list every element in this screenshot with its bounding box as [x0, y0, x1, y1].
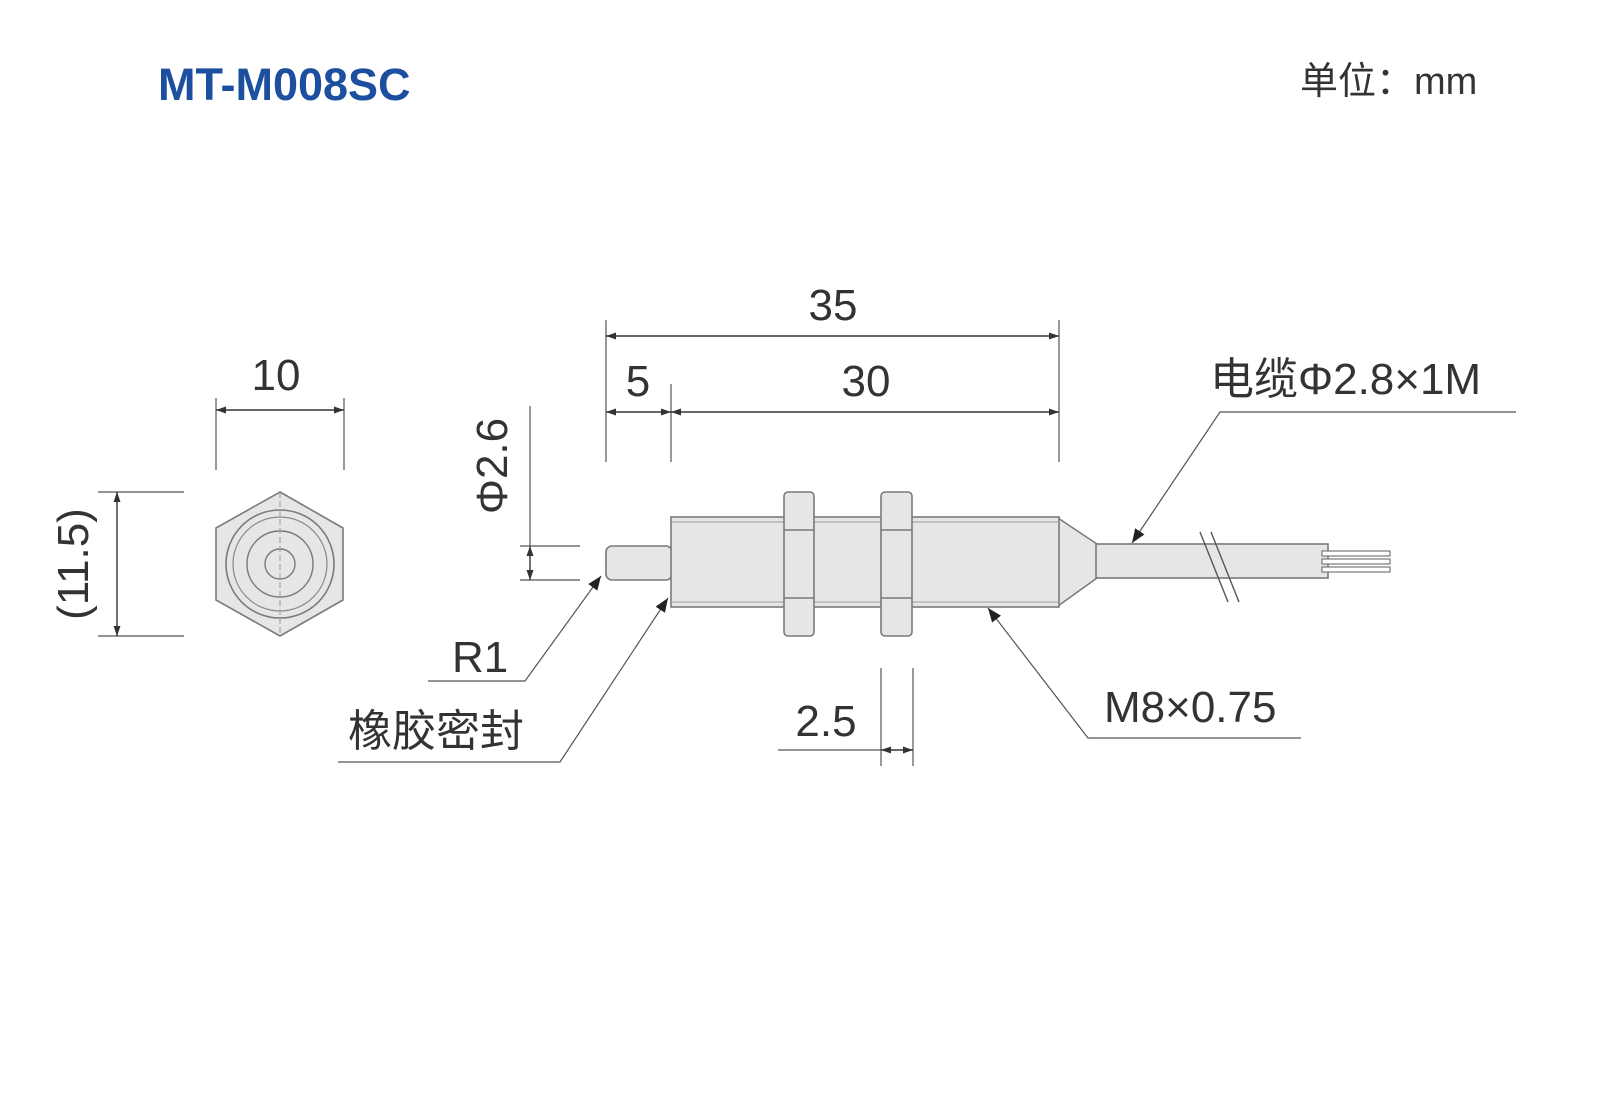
- cable-callout-label: 电缆Φ2.8×1M: [1210, 355, 1481, 404]
- width-dimension-label: 10: [252, 351, 301, 400]
- tip-diameter-label: Φ2.6: [468, 418, 517, 514]
- seal-callout-label: 橡胶密封: [348, 707, 524, 756]
- cable-taper: [1057, 516, 1098, 608]
- sensing-tip: [605, 545, 673, 581]
- height-dimension-label: (11.5): [49, 508, 98, 620]
- lead-wire-2: [1321, 558, 1391, 565]
- nut-thickness-label: 2.5: [795, 697, 856, 746]
- lead-wire-1: [1321, 550, 1391, 557]
- threaded-body: [670, 516, 1060, 608]
- product-title: MT-M008SC: [158, 59, 411, 110]
- unit-label: 单位：mm: [1300, 61, 1477, 103]
- radius-leader-line: [428, 575, 602, 682]
- side-view: 35 5 30 Φ2.6 2.5 电缆Φ2.8×1M R1 橡胶密封 M8×0.…: [338, 281, 1516, 766]
- lead-wire-3: [1321, 566, 1391, 573]
- thread-leader-line: [987, 607, 1301, 739]
- seal-leader-line: [338, 597, 669, 763]
- radius-callout-label: R1: [452, 633, 508, 682]
- thread-callout-label: M8×0.75: [1104, 683, 1276, 732]
- cable-break-line-2: [1210, 531, 1240, 603]
- lead-wires: [1321, 550, 1391, 573]
- cable-break-line-1: [1199, 531, 1229, 603]
- total-length-label: 35: [809, 281, 858, 330]
- tip-length-label: 5: [626, 357, 650, 406]
- front-view: 10 (11.5): [49, 351, 345, 637]
- hex-nut-2: [880, 491, 913, 637]
- body-length-label: 30: [842, 357, 891, 406]
- hex-nut-1: [783, 491, 815, 637]
- cable-leader-line: [1131, 411, 1516, 544]
